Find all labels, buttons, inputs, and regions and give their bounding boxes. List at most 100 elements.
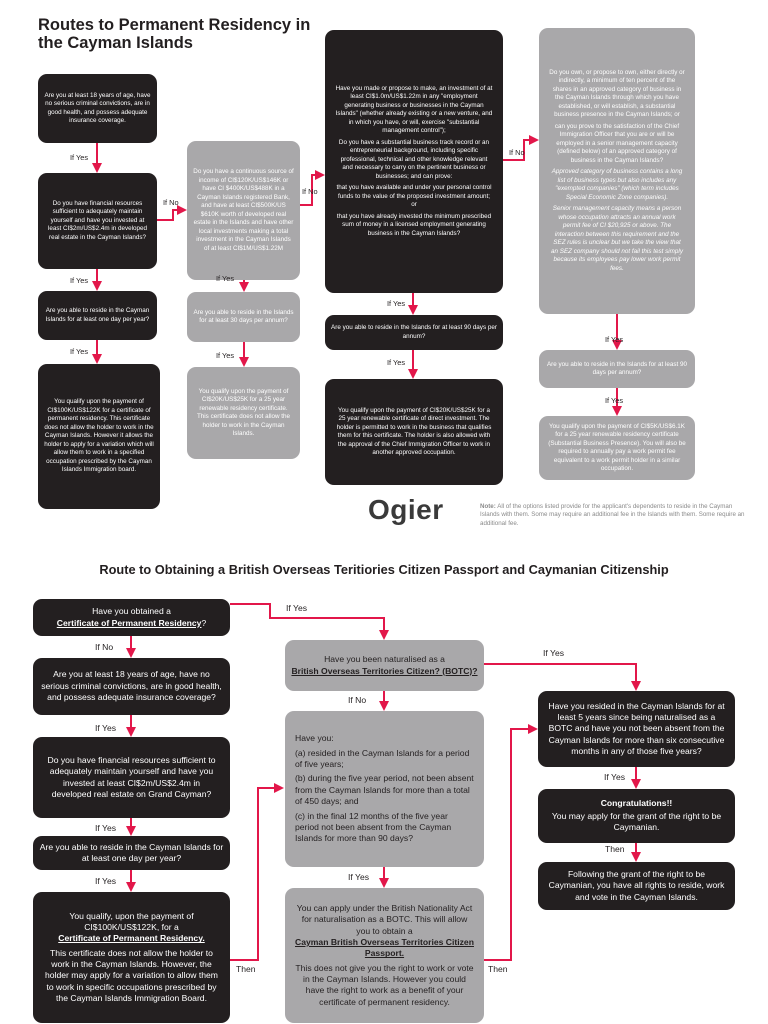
top-col3-label-no: If No <box>509 148 525 157</box>
top-col3-q1: Have you made or propose to make, an inv… <box>325 30 503 293</box>
top-col2-label-yes2: If Yes <box>216 351 235 360</box>
top-col4-result: You qualify upon the payment of CI$5K/US… <box>539 416 695 480</box>
top-col1-result: You qualify upon the payment of CI$100K/… <box>38 364 160 509</box>
bottom-right-congrats-text: You may apply for the grant of the right… <box>551 810 722 833</box>
bottom-middle-label-then: Then <box>488 964 508 974</box>
bottom-middle-q2-c: (c) in the final 12 months of the five y… <box>295 810 452 844</box>
bottom-left-label-then: Then <box>236 964 256 974</box>
bottom-middle-q1-line: Have you been naturalised as a British O… <box>291 654 478 677</box>
top-col4-q1: Do you own, or propose to own, either di… <box>539 28 695 314</box>
top-col1-label-yes3: If Yes <box>70 347 89 356</box>
top-col3-q2: Are you able to reside in the Islands fo… <box>325 315 503 350</box>
bottom-middle-result-line: You can apply under the British National… <box>295 903 474 960</box>
bottom-right-congrats-title: Congratulations!! <box>600 798 673 809</box>
top-col1-label-yes2: If Yes <box>70 276 89 285</box>
page-title: Routes to Permanent Residency in the Cay… <box>38 16 311 53</box>
top-col1-label-yes1: If Yes <box>70 153 89 162</box>
top-col3-label-yes2: If Yes <box>387 358 406 367</box>
bottom-right-q1: Have you resided in the Cayman Islands f… <box>538 691 735 767</box>
bottom-left-q2: Are you at least 18 years of age, have n… <box>33 658 230 715</box>
bottom-left-result-line: You qualify, upon the payment of CI$100K… <box>43 911 220 945</box>
bottom-left-q1-link: Certificate of Permanent Residency <box>56 617 202 628</box>
bottom-middle-q2-intro: Have you: <box>295 733 334 744</box>
bottom-right-congrats: Congratulations!! You may apply for the … <box>538 789 735 843</box>
top-col4-label-yes1: If Yes <box>605 335 624 344</box>
bottom-left-result-link: Certificate of Permanent Residency. <box>58 933 205 944</box>
bottom-left-q3: Do you have financial resources sufficie… <box>33 737 230 818</box>
bottom-left-label-yes-cross: If Yes <box>286 603 308 613</box>
top-col2-result: You qualify upon the payment of CI$20K/U… <box>187 367 300 459</box>
ogier-logo-text: Ogier <box>368 494 444 525</box>
top-col2-result-text: You qualify upon the payment of CI$20K/U… <box>196 387 291 438</box>
bottom-middle-q2-a: (a) resided in the Cayman Islands for a … <box>295 747 470 770</box>
bottom-left-q2-text: Are you at least 18 years of age, have n… <box>41 669 222 703</box>
footnote-label: Note: <box>480 503 496 510</box>
bottom-middle-label-yes: If Yes <box>348 872 370 882</box>
top-col3-q1-p3: that you have available and under your p… <box>336 184 492 209</box>
bottom-left-result: You qualify, upon the payment of CI$100K… <box>33 892 230 1023</box>
bottom-left-label-yes3: If Yes <box>95 876 117 886</box>
top-col1-q2: Do you have financial resources sufficie… <box>38 173 157 269</box>
bottom-right-final-text: Following the grant of the right to be C… <box>548 868 725 902</box>
bottom-left-label-yes2: If Yes <box>95 823 117 833</box>
top-col1-q3-text: Are you able to reside in the Cayman Isl… <box>45 307 150 323</box>
bottom-left-result-p1: You qualify, upon the payment of CI$100K… <box>69 910 194 932</box>
top-col3-result-text: You qualify upon the payment of CI$20K/U… <box>336 406 492 457</box>
top-col1-q1-text: Are you at least 18 years of age, have n… <box>44 91 151 125</box>
top-col3-label-yes1: If Yes <box>387 299 406 308</box>
top-col3-q1-p4: that you have already invested the minim… <box>336 212 492 237</box>
top-col1-q2-text: Do you have financial resources sufficie… <box>47 199 148 241</box>
top-col1-q1: Are you at least 18 years of age, have n… <box>38 74 157 143</box>
top-col1-result-text: You qualify upon the payment of CI$100K/… <box>44 398 154 474</box>
top-col3-q1-p2: Do you have a substantial business track… <box>338 138 490 180</box>
bottom-right-label-then: Then <box>605 844 625 854</box>
bottom-left-q3-text: Do you have financial resources sufficie… <box>47 754 216 799</box>
bottom-left-q4-text: Are you able to reside in the Cayman Isl… <box>39 841 224 863</box>
bottom-middle-q1: Have you been naturalised as a British O… <box>285 640 484 691</box>
bottom-middle-result-p2: This does not give you the right to work… <box>295 962 474 1007</box>
top-col4-q1-p2: can you prove to the satisfaction of the… <box>554 122 680 164</box>
top-col1-q3: Are you able to reside in the Cayman Isl… <box>38 291 157 340</box>
top-col4-result-text: You qualify upon the payment of CI$5K/US… <box>548 422 686 473</box>
top-col4-label-yes2: If Yes <box>605 396 624 405</box>
top-col3-q2-text: Are you able to reside in the Islands fo… <box>331 324 497 340</box>
bottom-right-final: Following the grant of the right to be C… <box>538 862 735 910</box>
top-col2-label-no: If No <box>302 187 318 196</box>
bottom-middle-result-link: Cayman British Overseas Territories Citi… <box>295 936 474 959</box>
top-col2-q2-text: Are you able to reside in the Islands fo… <box>193 308 294 325</box>
top-col4-q1-p1: Do you own, or propose to own, either di… <box>549 68 685 119</box>
bottom-left-result-p2: This certificate does not allow the hold… <box>45 947 218 1004</box>
bottom-left-q4: Are you able to reside in the Cayman Isl… <box>33 836 230 870</box>
bottom-middle-result-p1: You can apply under the British National… <box>296 902 473 936</box>
bottom-middle-q1-link: British Overseas Territories Citizen? (B… <box>291 665 478 676</box>
bottom-right-q1-text: Have you resided in the Cayman Islands f… <box>548 700 725 757</box>
top-col2-q1: Do you have a continuous source of incom… <box>187 141 300 280</box>
footnote-text: All of the options listed provide for th… <box>480 503 745 527</box>
top-col1-label-no: If No <box>163 198 179 207</box>
top-col4-q1-p4: Senior management capacity means a perso… <box>551 205 683 272</box>
footnote: Note: All of the options listed provide … <box>480 503 750 528</box>
top-col2-label-yes1: If Yes <box>216 274 235 283</box>
bottom-middle-q2: Have you: (a) resided in the Cayman Isla… <box>285 711 484 867</box>
bottom-left-label-yes1: If Yes <box>95 723 117 733</box>
bottom-left-q1-line: Have you obtained a Certificate of Perma… <box>39 606 224 629</box>
bottom-right-label-yes: If Yes <box>604 772 626 782</box>
bottom-left-q1: Have you obtained a Certificate of Perma… <box>33 599 230 636</box>
top-col4-q1-p3: Approved category of business contains a… <box>551 168 683 201</box>
bottom-left-q1-post: ? <box>201 617 207 628</box>
bottom-left-label-no: If No <box>95 642 114 652</box>
top-col2-q1-text: Do you have a continuous source of incom… <box>193 168 294 252</box>
top-col3-result: You qualify upon the payment of CI$20K/U… <box>325 379 503 485</box>
bottom-middle-label-no: If No <box>348 695 367 705</box>
top-col4-q2: Are you able to reside in the Islands fo… <box>539 350 695 388</box>
bottom-middle-q1-pre: Have you been naturalised as a <box>324 654 445 665</box>
bottom-middle-q2-b: (b) during the five year period, not bee… <box>295 773 474 807</box>
top-col3-q1-p1: Have you made or propose to make, an inv… <box>335 84 493 135</box>
ogier-logo: Ogier <box>368 494 444 526</box>
top-col4-q2-text: Are you able to reside in the Islands fo… <box>546 360 687 377</box>
bottom-left-q1-pre: Have you obtained a <box>92 606 171 617</box>
section-title: Route to Obtaining a British Overseas Te… <box>99 562 669 577</box>
bottom-middle-label-yes-cross: If Yes <box>543 648 565 658</box>
bottom-middle-result: You can apply under the British National… <box>285 888 484 1023</box>
